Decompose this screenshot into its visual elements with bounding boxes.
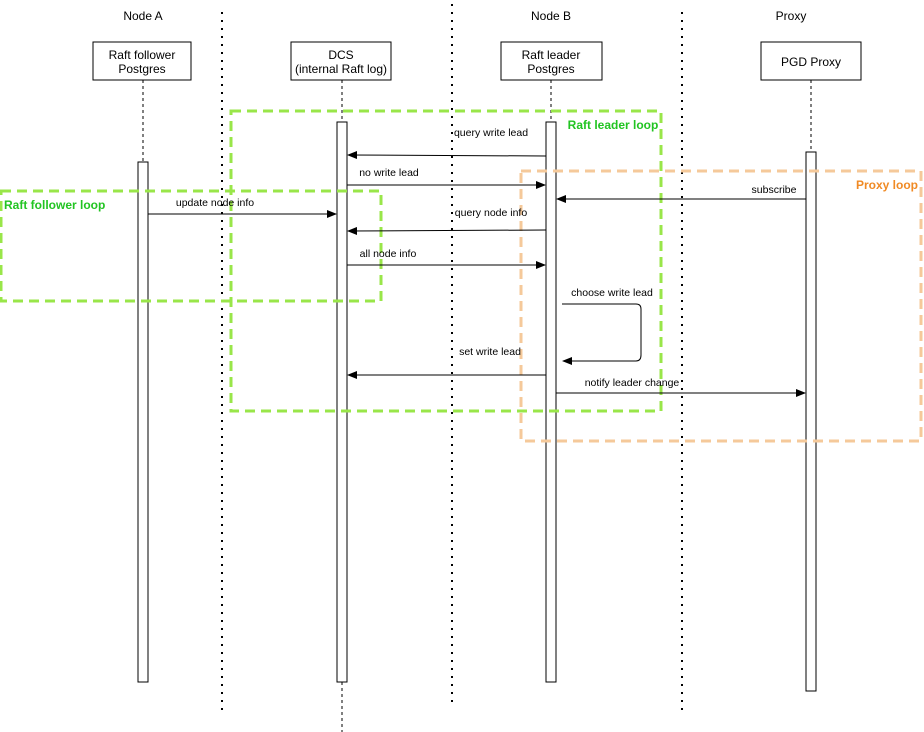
activation-bar-raft-leader — [545, 121, 557, 683]
participant-label: PGD Proxy — [781, 55, 841, 69]
message-query-write-lead[interactable]: query write lead — [347, 127, 547, 160]
loop-label-raft-leader: Raft leader loop — [568, 118, 659, 132]
message-all-node-info[interactable]: all node info — [347, 248, 546, 269]
activation-bar-pgd-proxy — [805, 151, 817, 692]
participant-pgd-proxy[interactable]: PGD Proxy — [760, 41, 862, 81]
message-update-node-info[interactable]: update node info — [148, 197, 337, 218]
participant-raft-leader[interactable]: Raft leader Postgres — [500, 41, 603, 81]
message-label: query node info — [455, 207, 528, 219]
message-label: choose write lead — [571, 287, 653, 299]
participant-label: Raft follower — [109, 48, 176, 62]
participant-label: Raft leader — [522, 48, 581, 62]
message-notify-leader-change[interactable]: notify leader change — [556, 377, 806, 397]
activation-bar-dcs — [336, 121, 348, 683]
message-label: no write lead — [359, 167, 419, 179]
message-label: update node info — [176, 197, 254, 209]
message-label: set write lead — [459, 346, 521, 358]
loop-label-raft-follower: Raft follower loop — [4, 198, 105, 212]
participant-raft-follower[interactable]: Raft follower Postgres — [92, 41, 192, 81]
message-subscribe[interactable]: subscribe — [556, 184, 806, 203]
participant-dcs[interactable]: DCS (internal Raft log) — [290, 41, 392, 81]
message-set-write-lead[interactable]: set write lead — [347, 346, 546, 379]
participant-label: Postgres — [118, 62, 165, 76]
loop-frame-raft-follower[interactable] — [0, 189, 383, 303]
group-header-node-b: Node B — [531, 9, 571, 23]
group-header-node-a: Node A — [123, 9, 162, 23]
message-label: all node info — [360, 248, 417, 260]
loop-frame-proxy[interactable] — [519, 169, 923, 443]
message-choose-write-lead[interactable]: choose write lead — [562, 287, 653, 365]
group-header-proxy: Proxy — [776, 9, 807, 23]
message-no-write-lead[interactable]: no write lead — [347, 167, 546, 189]
loop-label-proxy: Proxy loop — [856, 178, 918, 192]
loop-frame-raft-leader[interactable] — [229, 109, 663, 413]
participant-label: DCS — [328, 48, 353, 62]
participant-label: Postgres — [527, 62, 574, 76]
message-label: subscribe — [752, 184, 797, 196]
participant-label: (internal Raft log) — [295, 62, 387, 76]
message-query-node-info[interactable]: query node info — [347, 207, 547, 235]
message-label: query write lead — [454, 127, 528, 139]
message-label: notify leader change — [585, 377, 680, 389]
activation-bar-raft-follower — [137, 161, 149, 683]
